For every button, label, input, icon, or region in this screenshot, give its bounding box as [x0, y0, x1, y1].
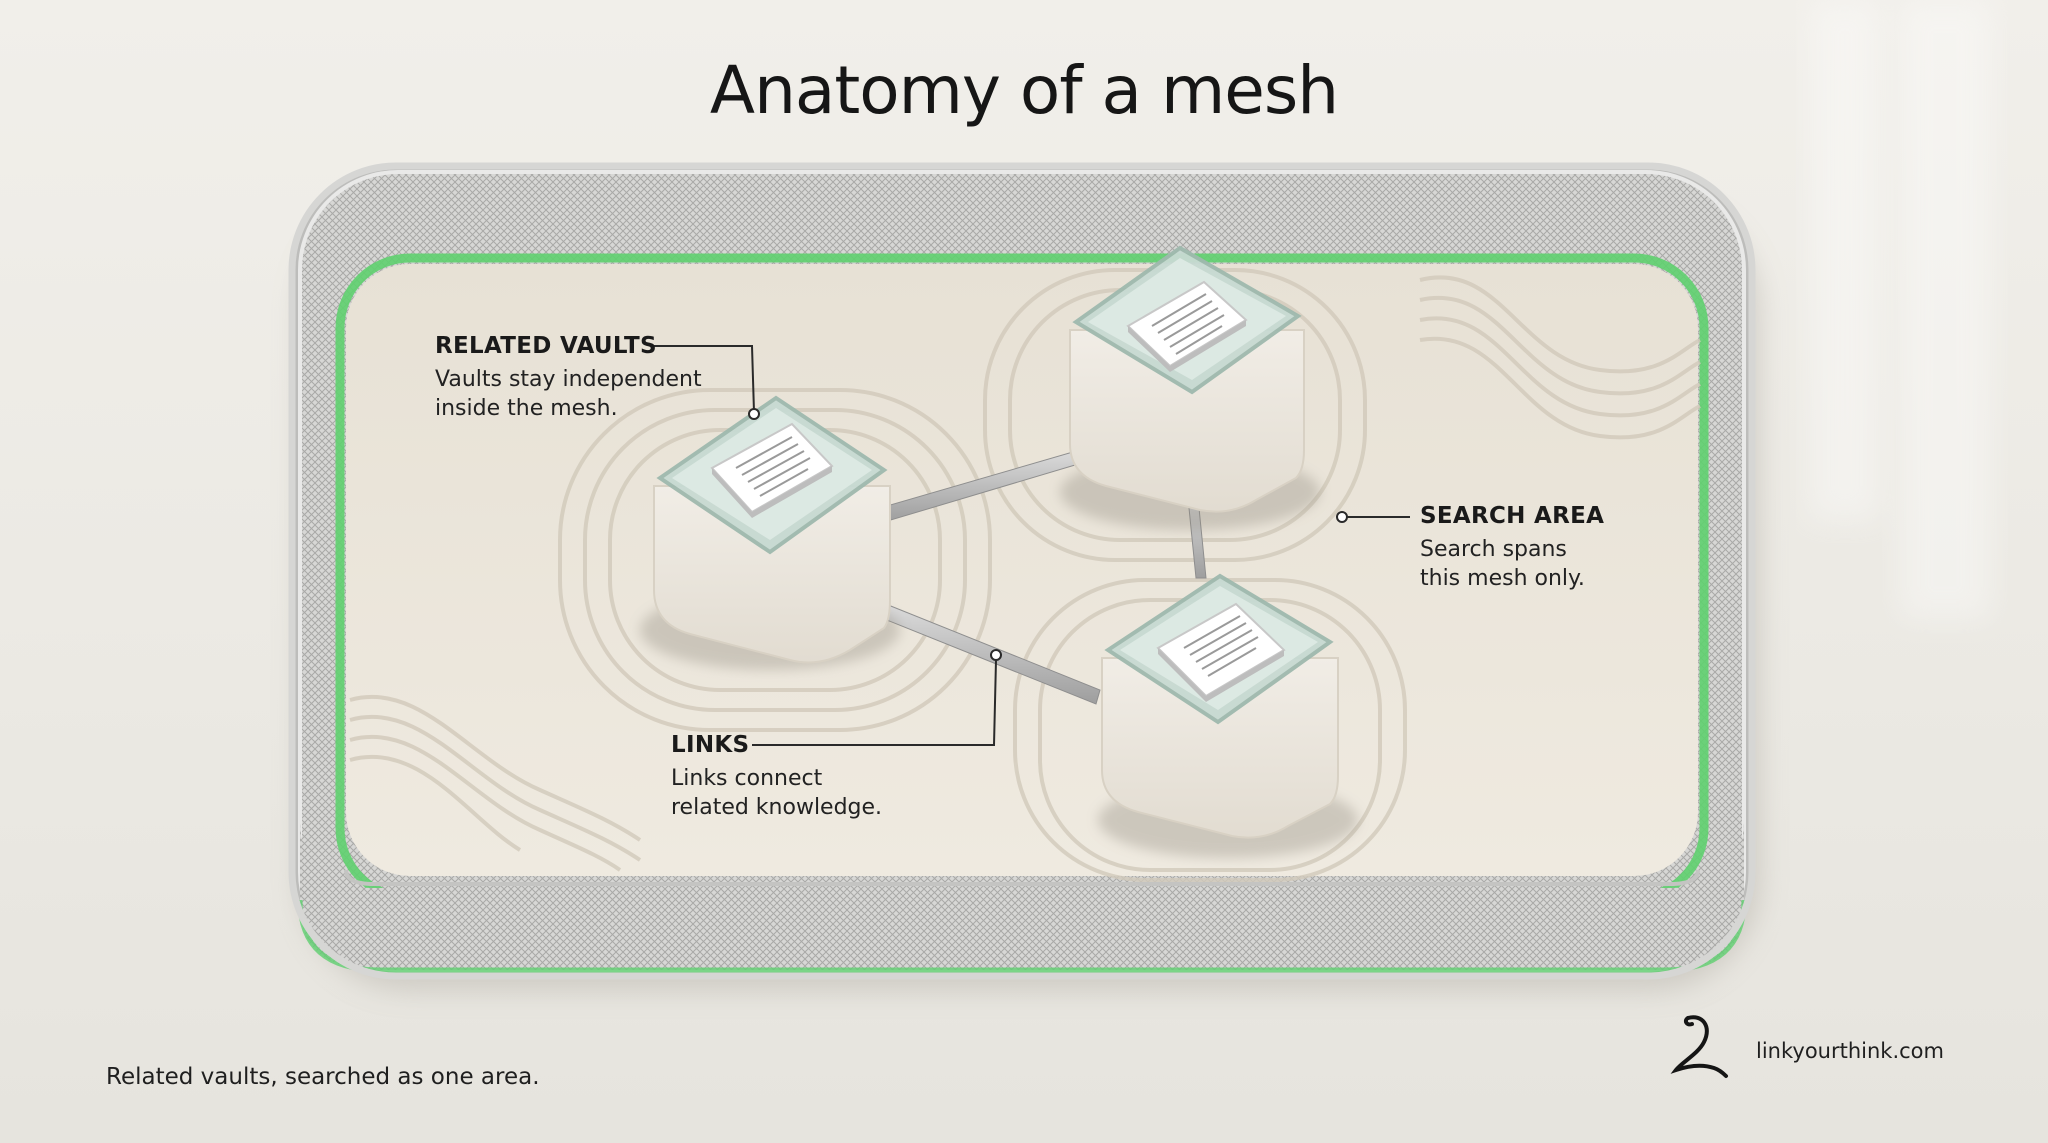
callout-line: related knowledge. [671, 795, 883, 820]
callout-dot-icon [990, 649, 1002, 661]
callout-heading: LINKS [671, 732, 750, 758]
callout-body: Search spans this mesh only. [1420, 535, 1604, 593]
document-icon [1126, 280, 1248, 372]
vault-cube-3 [1098, 573, 1358, 858]
callout-heading: SEARCH AREA [1420, 503, 1605, 529]
callout-related-vaults: RELATED VAULTS Vaults stay independent i… [435, 333, 702, 423]
callout-dot-icon [1336, 511, 1348, 523]
vault-cube-1 [640, 395, 900, 670]
callout-dot-icon [748, 408, 760, 420]
callout-body: Vaults stay independent inside the mesh. [435, 365, 702, 423]
document-icon [710, 422, 834, 518]
callout-line: Vaults stay independent [435, 367, 702, 392]
callout-line: Links connect [671, 766, 823, 791]
sand-ripples [349, 268, 1701, 882]
vault-cube-2 [1060, 245, 1320, 530]
callout-heading: RELATED VAULTS [435, 333, 657, 359]
callout-line: Search spans [1420, 537, 1567, 562]
document-icon [1156, 602, 1286, 702]
sand-floor [346, 264, 1698, 876]
links-leader [752, 659, 997, 746]
callout-body: Links connect related knowledge. [671, 764, 882, 822]
diagram-caption: Related vaults, searched as one area. [106, 1064, 540, 1090]
mesh-tray [288, 162, 1756, 980]
callout-leaders [652, 345, 1410, 746]
brand-site[interactable]: linkyourthink.com [1756, 1039, 1944, 1063]
callout-line: this mesh only. [1420, 566, 1585, 591]
callout-links: LINKS Links connect related knowledge. [671, 732, 882, 822]
related-vaults-leader [652, 345, 755, 413]
page-title: Anatomy of a mesh [709, 52, 1339, 129]
window-light [1810, 0, 1990, 620]
callout-search-area: SEARCH AREA Search spans this mesh only. [1420, 503, 1604, 593]
ly-monogram-icon [1670, 1015, 1728, 1078]
callout-line: inside the mesh. [435, 396, 618, 421]
